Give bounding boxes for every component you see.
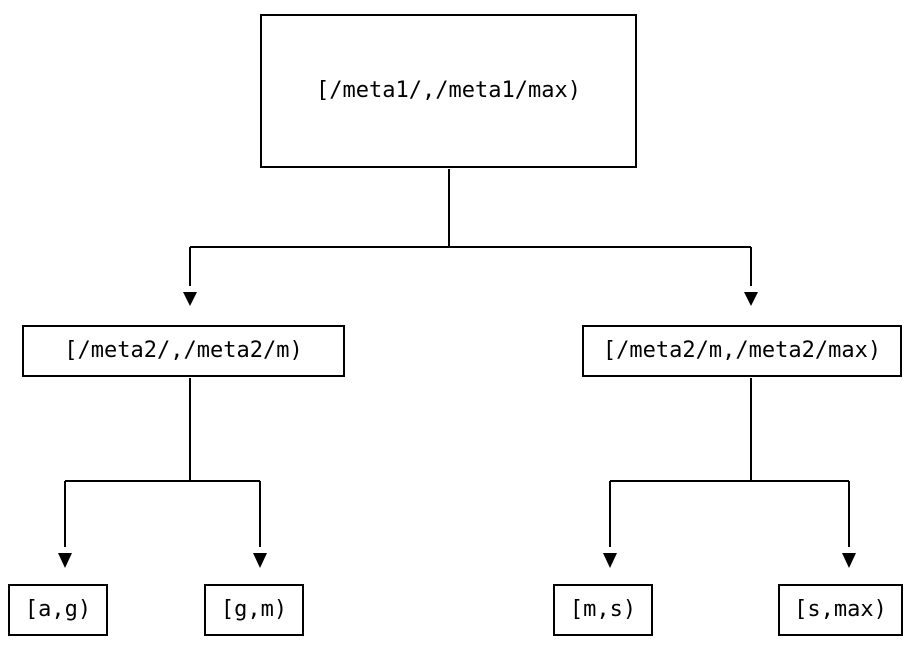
arrowhead-to-leaf-ms-icon [603, 553, 617, 568]
node-leaf-ag: [a,g) [8, 584, 108, 636]
node-leaf-gm: [g,m) [204, 584, 304, 636]
edge-left-branch [58, 378, 267, 568]
arrowhead-to-leaf-smax-icon [842, 553, 856, 568]
node-meta2-upper-label: [/meta2/m,/meta2/max) [602, 338, 882, 363]
node-root-label: [/meta1/,/meta1/max) [316, 78, 581, 103]
arrowhead-to-leaf-gm-icon [253, 553, 267, 568]
node-leaf-ms-label: [m,s) [569, 597, 637, 622]
arrowhead-to-right-icon [744, 292, 758, 306]
node-leaf-ag-label: [a,g) [24, 597, 92, 622]
edge-root-branch [183, 169, 758, 306]
node-meta2-lower: [/meta2/,/meta2/m) [22, 325, 345, 377]
node-leaf-gm-label: [g,m) [220, 597, 288, 622]
node-leaf-ms: [m,s) [553, 584, 653, 636]
node-root: [/meta1/,/meta1/max) [260, 14, 637, 168]
arrowhead-to-leaf-ag-icon [58, 553, 72, 568]
edge-right-branch [603, 378, 856, 568]
node-meta2-lower-label: [/meta2/,/meta2/m) [64, 338, 303, 363]
arrowhead-to-left-icon [183, 292, 197, 306]
node-meta2-upper: [/meta2/m,/meta2/max) [582, 325, 902, 377]
node-leaf-smax: [s,max) [778, 584, 903, 636]
node-leaf-smax-label: [s,max) [794, 597, 887, 622]
